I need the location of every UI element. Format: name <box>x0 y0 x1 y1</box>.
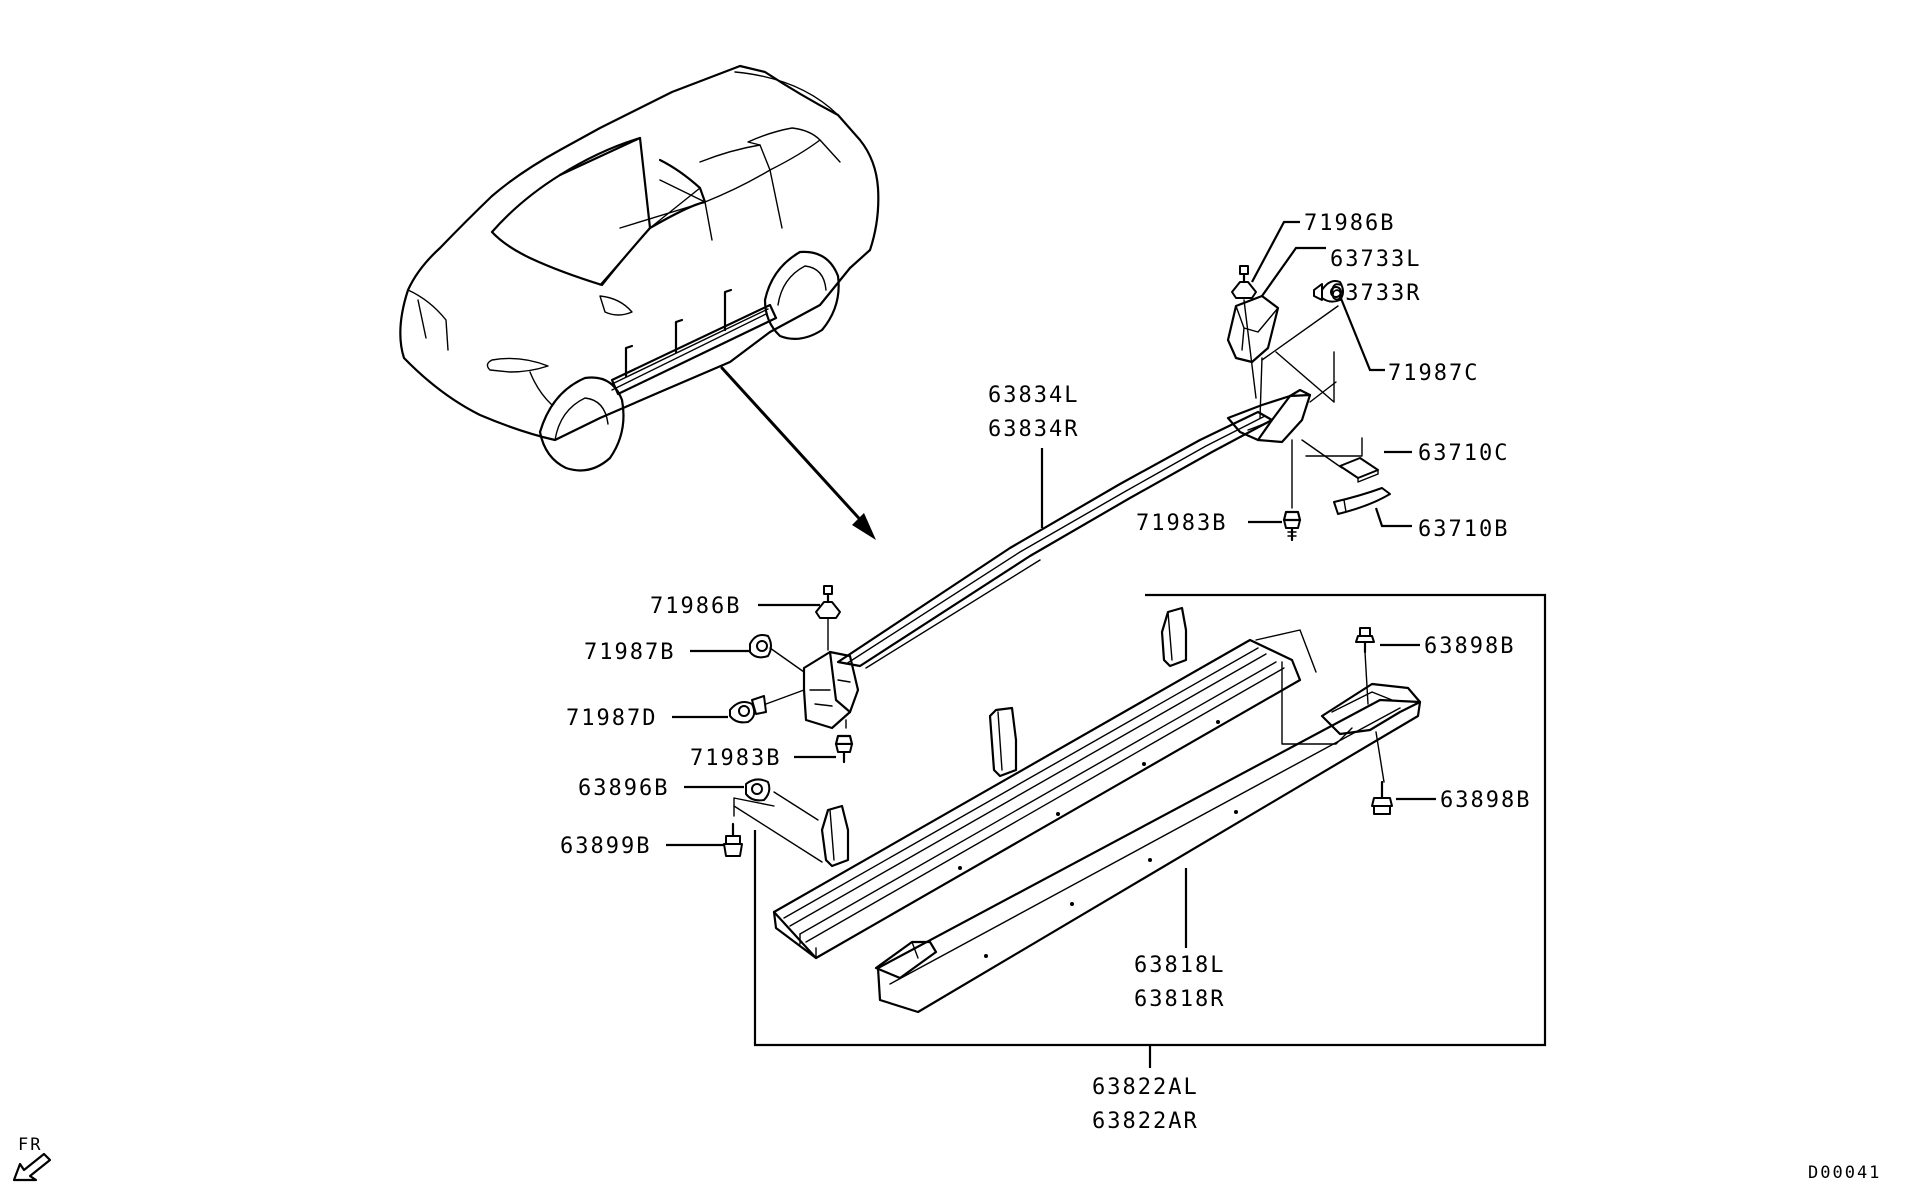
label-71983B-lower: 71983B <box>690 746 781 771</box>
label-63710B: 63710B <box>1418 517 1509 542</box>
running-board-63818 <box>772 606 1422 1014</box>
pad-63710C <box>1339 457 1379 483</box>
part-labels: 71986B 63733L 63733R 71987C 63834L 63834… <box>560 211 1531 1134</box>
label-63710C: 63710C <box>1418 441 1509 466</box>
bolt-63899B <box>723 822 743 857</box>
clip-71986B-lower <box>815 585 841 619</box>
label-63834L: 63834L <box>988 383 1079 408</box>
clip-71987B <box>749 634 772 659</box>
label-71986B-upper: 71986B <box>1304 211 1395 236</box>
nut-63896B <box>745 778 771 802</box>
label-71983B-upper: 71983B <box>1136 511 1227 536</box>
bolt-63898B-lower <box>1371 780 1393 815</box>
label-63818R: 63818R <box>1134 987 1225 1012</box>
label-63818L: 63818L <box>1134 953 1225 978</box>
screw-71983B-lower <box>834 734 854 764</box>
pad-63710B <box>1333 487 1391 515</box>
arrow-down-left-icon <box>12 1152 52 1182</box>
label-63822AL: 63822AL <box>1092 1075 1199 1100</box>
clip-71986B-upper <box>1231 265 1257 299</box>
label-63898B-upper: 63898B <box>1424 634 1515 659</box>
label-63822AR: 63822AR <box>1092 1109 1199 1134</box>
label-71987D: 71987D <box>566 706 657 731</box>
label-71987B: 71987B <box>584 640 675 665</box>
clip-71987D <box>729 695 767 724</box>
bolt-63898B-upper <box>1355 627 1375 654</box>
label-63733R: 63733R <box>1330 281 1421 306</box>
label-63733L: 63733L <box>1330 247 1421 272</box>
screw-71983B-upper <box>1282 510 1302 542</box>
bracket-63733 <box>1226 294 1280 364</box>
front-direction-indicator: FR <box>12 1135 52 1182</box>
label-63834R: 63834R <box>988 417 1079 442</box>
clip-71987C <box>1313 280 1344 303</box>
leader-lines <box>666 220 1436 1068</box>
diagram-code: D00041 <box>1808 1163 1881 1183</box>
label-63899B: 63899B <box>560 834 651 859</box>
sill-molding-63834 <box>802 388 1312 730</box>
guide-lines <box>733 299 1385 863</box>
label-71986B-lower: 71986B <box>650 594 741 619</box>
label-63896B: 63896B <box>578 776 669 801</box>
location-arrow <box>720 366 876 540</box>
vehicle-illustration <box>399 64 880 472</box>
label-63898B-lower: 63898B <box>1440 788 1531 813</box>
label-71987C: 71987C <box>1388 361 1479 386</box>
running-board-box-63822 <box>753 593 1547 1047</box>
front-direction-label: FR <box>18 1135 42 1155</box>
